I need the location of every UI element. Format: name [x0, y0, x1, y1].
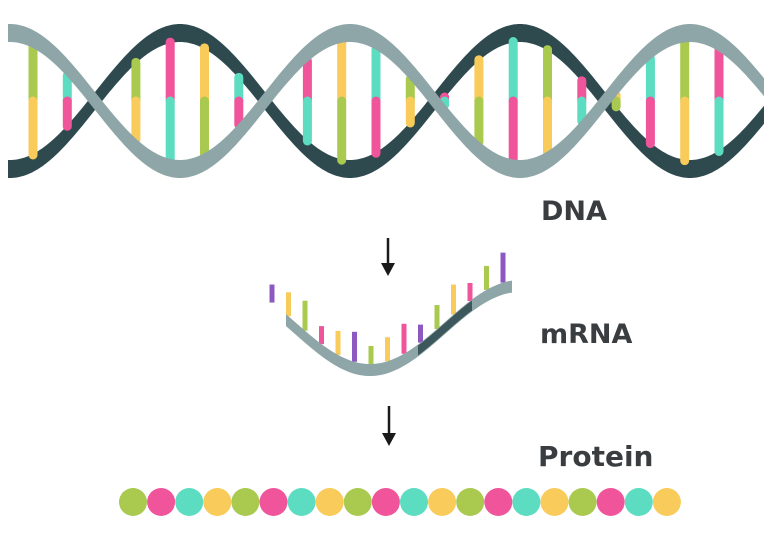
amino-acid-bead: [287, 488, 316, 516]
arrow-dna-to-mrna: [381, 238, 395, 276]
dna-label: DNA: [541, 196, 607, 227]
amino-acid-bead: [624, 488, 653, 516]
amino-acid-bead: [175, 488, 204, 516]
amino-acid-bead: [540, 488, 569, 516]
mrna-backbone-shade: [418, 300, 472, 356]
amino-acid-bead: [259, 488, 288, 516]
mrna-strand: [269, 252, 512, 376]
amino-acid-bead: [484, 488, 513, 516]
amino-acid-bead: [400, 488, 428, 516]
arrow-mrna-to-protein: [382, 406, 396, 446]
protein-bead-chain: [119, 488, 681, 516]
amino-acid-bead: [568, 488, 597, 516]
amino-acid-bead: [456, 488, 485, 516]
arrow-head: [381, 263, 395, 276]
amino-acid-bead: [315, 488, 344, 516]
protein-label: Protein: [538, 440, 654, 473]
amino-acid-bead: [428, 488, 457, 516]
amino-acid-bead: [343, 488, 372, 516]
amino-acid-bead: [119, 488, 147, 516]
mrna-label: mRNA: [540, 319, 633, 350]
mrna-backbone: [286, 280, 512, 376]
amino-acid-bead: [147, 488, 176, 516]
amino-acid-bead: [596, 488, 625, 516]
dna-back-strand: [8, 24, 764, 178]
dna-front-strand: [8, 24, 764, 178]
dna-double-helix: [8, 24, 764, 178]
arrow-head: [382, 433, 396, 446]
amino-acid-bead: [371, 488, 400, 516]
amino-acid-bead: [231, 488, 260, 516]
amino-acid-bead: [652, 488, 681, 516]
amino-acid-bead: [512, 488, 541, 516]
amino-acid-bead: [203, 488, 232, 516]
